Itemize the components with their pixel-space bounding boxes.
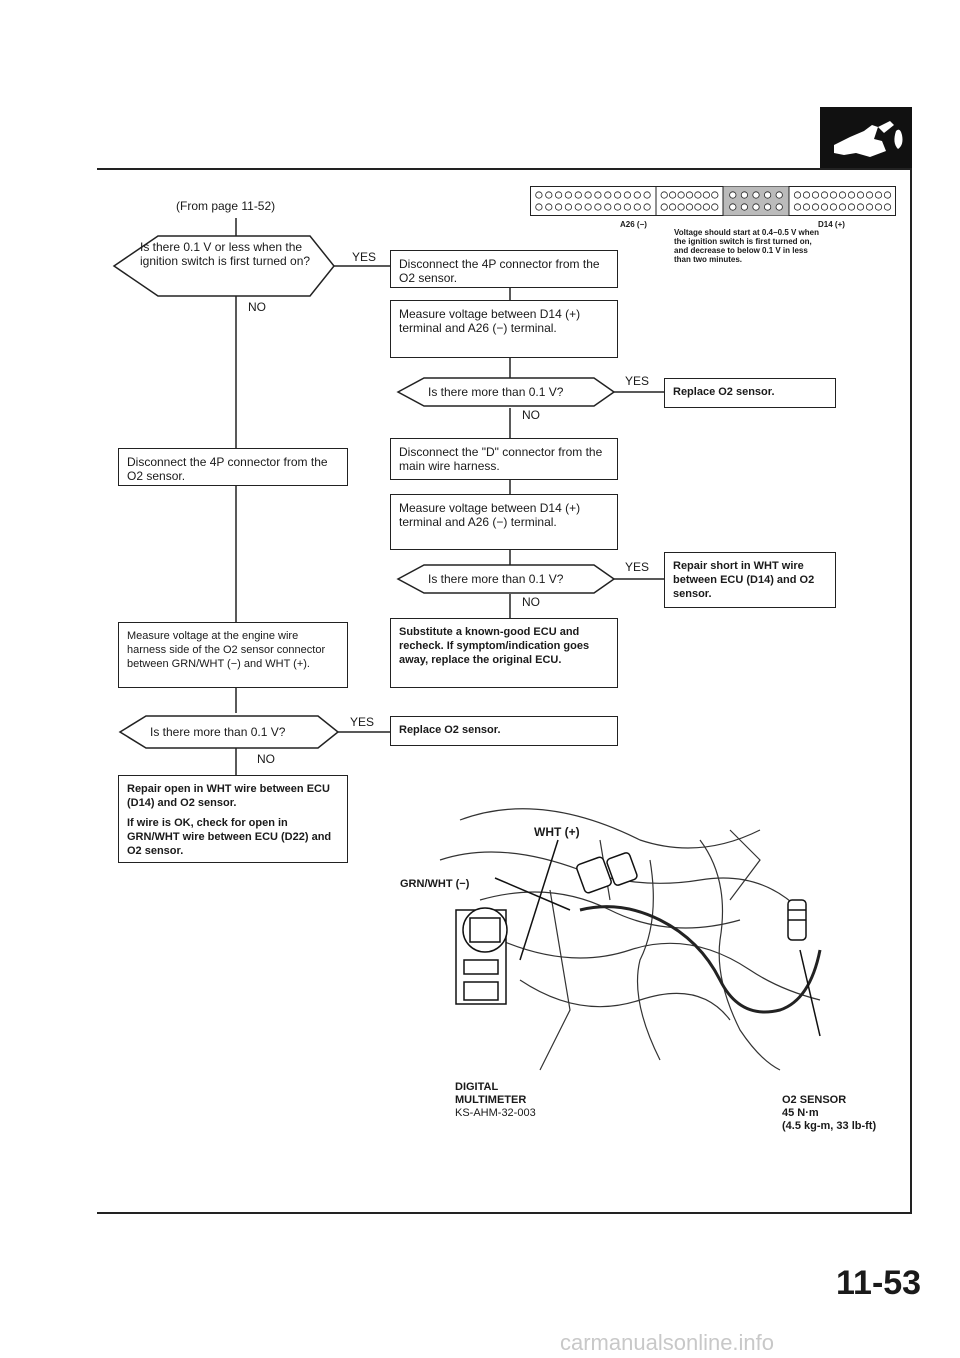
- fuel-nozzle-icon: [820, 107, 912, 169]
- repair-open-text-1: Repair open in WHT wire between ECU (D14…: [127, 783, 330, 809]
- voltage-note: Voltage should start at 0.4−0.5 V when t…: [674, 228, 820, 264]
- decision-ignition-voltage: Is there 0.1 V or less when the ignition…: [140, 240, 311, 268]
- decision-over-0-1v-3: Is there more than 0.1 V?: [150, 725, 286, 739]
- page-number: 11-53: [836, 1264, 922, 1302]
- top-rule: [97, 168, 912, 170]
- ecu-connector-diagram: [530, 185, 896, 217]
- o2-sensor-label-2: 45 N·m: [782, 1107, 819, 1119]
- measure-voltage-box-2: Measure voltage between D14 (+) terminal…: [390, 494, 618, 550]
- multimeter-label-1: DIGITAL: [455, 1081, 499, 1093]
- disconnect-4p-box-1: Disconnect the 4P connector from the O2 …: [390, 250, 618, 288]
- decision-over-0-1v-2: Is there more than 0.1 V?: [428, 572, 564, 586]
- measure-harness-box: Measure voltage at the engine wire harne…: [118, 622, 348, 688]
- engine-wiring-illustration: [439, 808, 822, 1071]
- o2-sensor-label-3: (4.5 kg-m, 33 lb-ft): [782, 1120, 877, 1132]
- pin-a26-label: A26 (−): [620, 220, 647, 229]
- no-label-1: NO: [248, 300, 266, 314]
- repair-open-box: Repair open in WHT wire between ECU (D14…: [118, 775, 348, 863]
- substitute-ecu-box: Substitute a known-good ECU and recheck.…: [390, 618, 618, 688]
- measure-voltage-box-1: Measure voltage between D14 (+) terminal…: [390, 300, 618, 358]
- no-label-2: NO: [522, 408, 540, 422]
- yes-label-1: YES: [352, 250, 377, 264]
- repair-short-box: Repair short in WHT wire between ECU (D1…: [664, 552, 836, 608]
- yes-label-2: YES: [625, 374, 650, 388]
- right-rule: [910, 168, 912, 1213]
- no-label-4: NO: [257, 752, 275, 766]
- multimeter-label-3: KS-AHM-32-003: [455, 1107, 536, 1119]
- no-label-3: NO: [522, 595, 540, 609]
- disconnect-d-connector-box: Disconnect the "D" connector from the ma…: [390, 438, 618, 480]
- replace-o2-box-1: Replace O2 sensor.: [664, 378, 836, 408]
- o2-sensor-label-1: O2 SENSOR: [782, 1094, 847, 1106]
- repair-open-text-2: If wire is OK, check for open in GRN/WHT…: [127, 817, 332, 857]
- yes-label-4: YES: [350, 715, 375, 729]
- replace-o2-box-2: Replace O2 sensor.: [390, 716, 618, 746]
- from-page-ref: (From page 11-52): [176, 199, 276, 213]
- decision-over-0-1v-1: Is there more than 0.1 V?: [428, 385, 564, 399]
- footer-watermark: carmanualsonline.info: [560, 1330, 775, 1355]
- pin-d14-label: D14 (+): [818, 220, 845, 229]
- bottom-rule: [97, 1212, 912, 1214]
- yes-label-3: YES: [625, 560, 650, 574]
- multimeter-label-2: MULTIMETER: [455, 1094, 527, 1106]
- wht-plus-label: WHT (+): [534, 825, 580, 839]
- grn-wht-minus-label: GRN/WHT (−): [400, 878, 470, 890]
- disconnect-4p-box-2: Disconnect the 4P connector from the O2 …: [118, 448, 348, 486]
